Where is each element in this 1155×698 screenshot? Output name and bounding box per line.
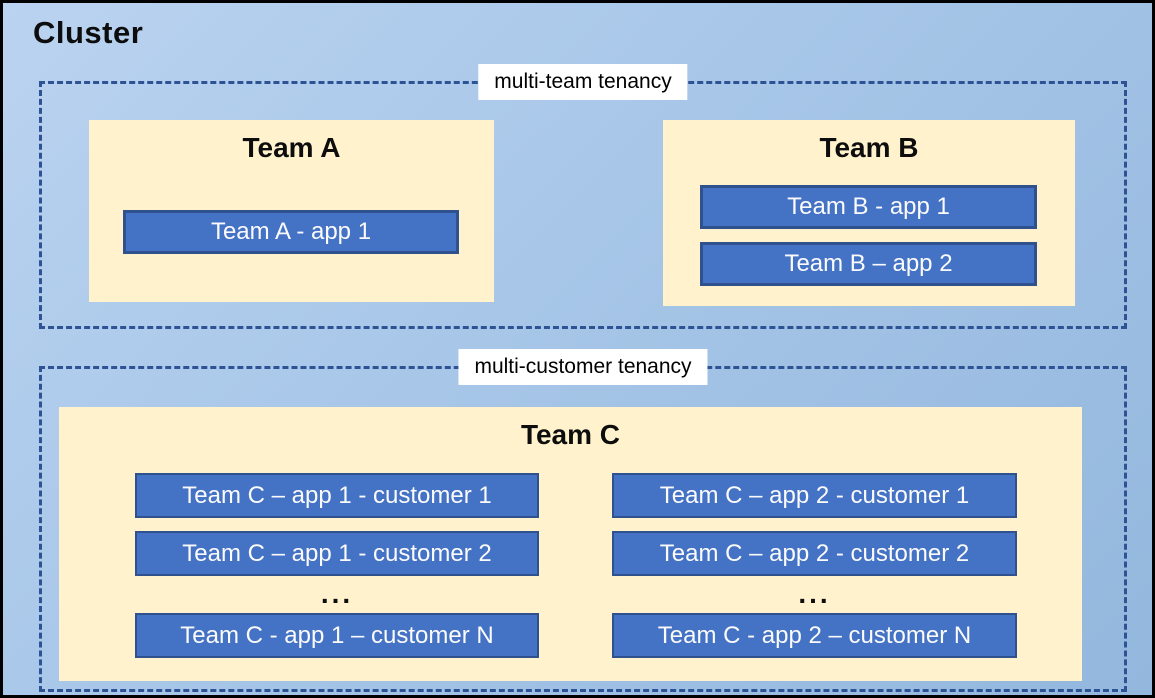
- team-c-app1-customer1-box: Team C – app 1 - customer 1: [135, 473, 539, 518]
- team-a-panel: Team A Team A - app 1: [89, 120, 494, 302]
- team-c-title: Team C: [520, 419, 621, 450]
- multi-customer-tenancy-label: multi-customer tenancy: [458, 349, 708, 386]
- team-c-app1-customer2-box: Team C – app 1 - customer 2: [135, 531, 539, 576]
- team-b-panel: Team B Team B - app 1 Team B – app 2: [663, 120, 1075, 306]
- team-c-app1-customerN-box: Team C - app 1 – customer N: [135, 613, 539, 658]
- team-a-title: Team A: [242, 132, 341, 163]
- team-c-app1-ellipsis: ...: [320, 577, 354, 609]
- team-c-app2-customerN-box: Team C - app 2 – customer N: [612, 613, 1017, 658]
- team-c-app2-customer2-box: Team C – app 2 - customer 2: [612, 531, 1017, 576]
- cluster-title: Cluster: [33, 15, 144, 50]
- team-b-app-1-box: Team B - app 1: [700, 185, 1037, 229]
- team-b-title: Team B: [819, 132, 919, 163]
- team-b-app-2-box: Team B – app 2: [700, 242, 1037, 286]
- team-c-panel: Team C Team C – app 1 - customer 1 Team …: [59, 407, 1082, 681]
- team-c-app2-customer1-box: Team C – app 2 - customer 1: [612, 473, 1017, 518]
- multi-customer-tenancy-box: multi-customer tenancy Team C Team C – a…: [39, 349, 1127, 692]
- team-c-app2-ellipsis: ...: [798, 577, 831, 609]
- multi-team-tenancy-box: multi-team tenancy Team A Team A - app 1…: [39, 64, 1127, 329]
- team-a-app-1-box: Team A - app 1: [123, 210, 459, 254]
- multi-team-tenancy-label: multi-team tenancy: [478, 64, 688, 101]
